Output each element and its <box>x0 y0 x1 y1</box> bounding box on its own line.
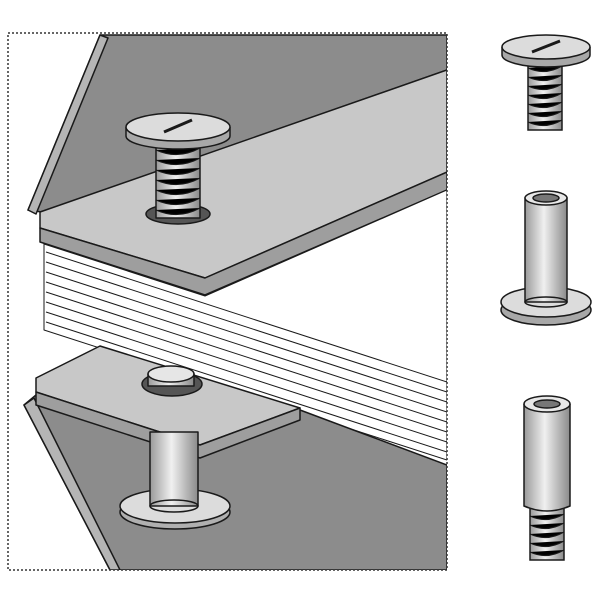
screw-installed <box>125 112 231 225</box>
top-cover-edge <box>27 34 109 215</box>
post-icon <box>500 190 592 326</box>
screw-icon <box>501 34 591 131</box>
bottom-cover-edge <box>23 397 121 570</box>
bottom-plate-edge <box>35 391 301 459</box>
paper-stack <box>43 189 447 461</box>
top-plate-edge <box>39 171 447 296</box>
extension-post-icon <box>523 395 571 561</box>
post-installed <box>119 365 231 530</box>
assembly-scene <box>23 34 447 570</box>
